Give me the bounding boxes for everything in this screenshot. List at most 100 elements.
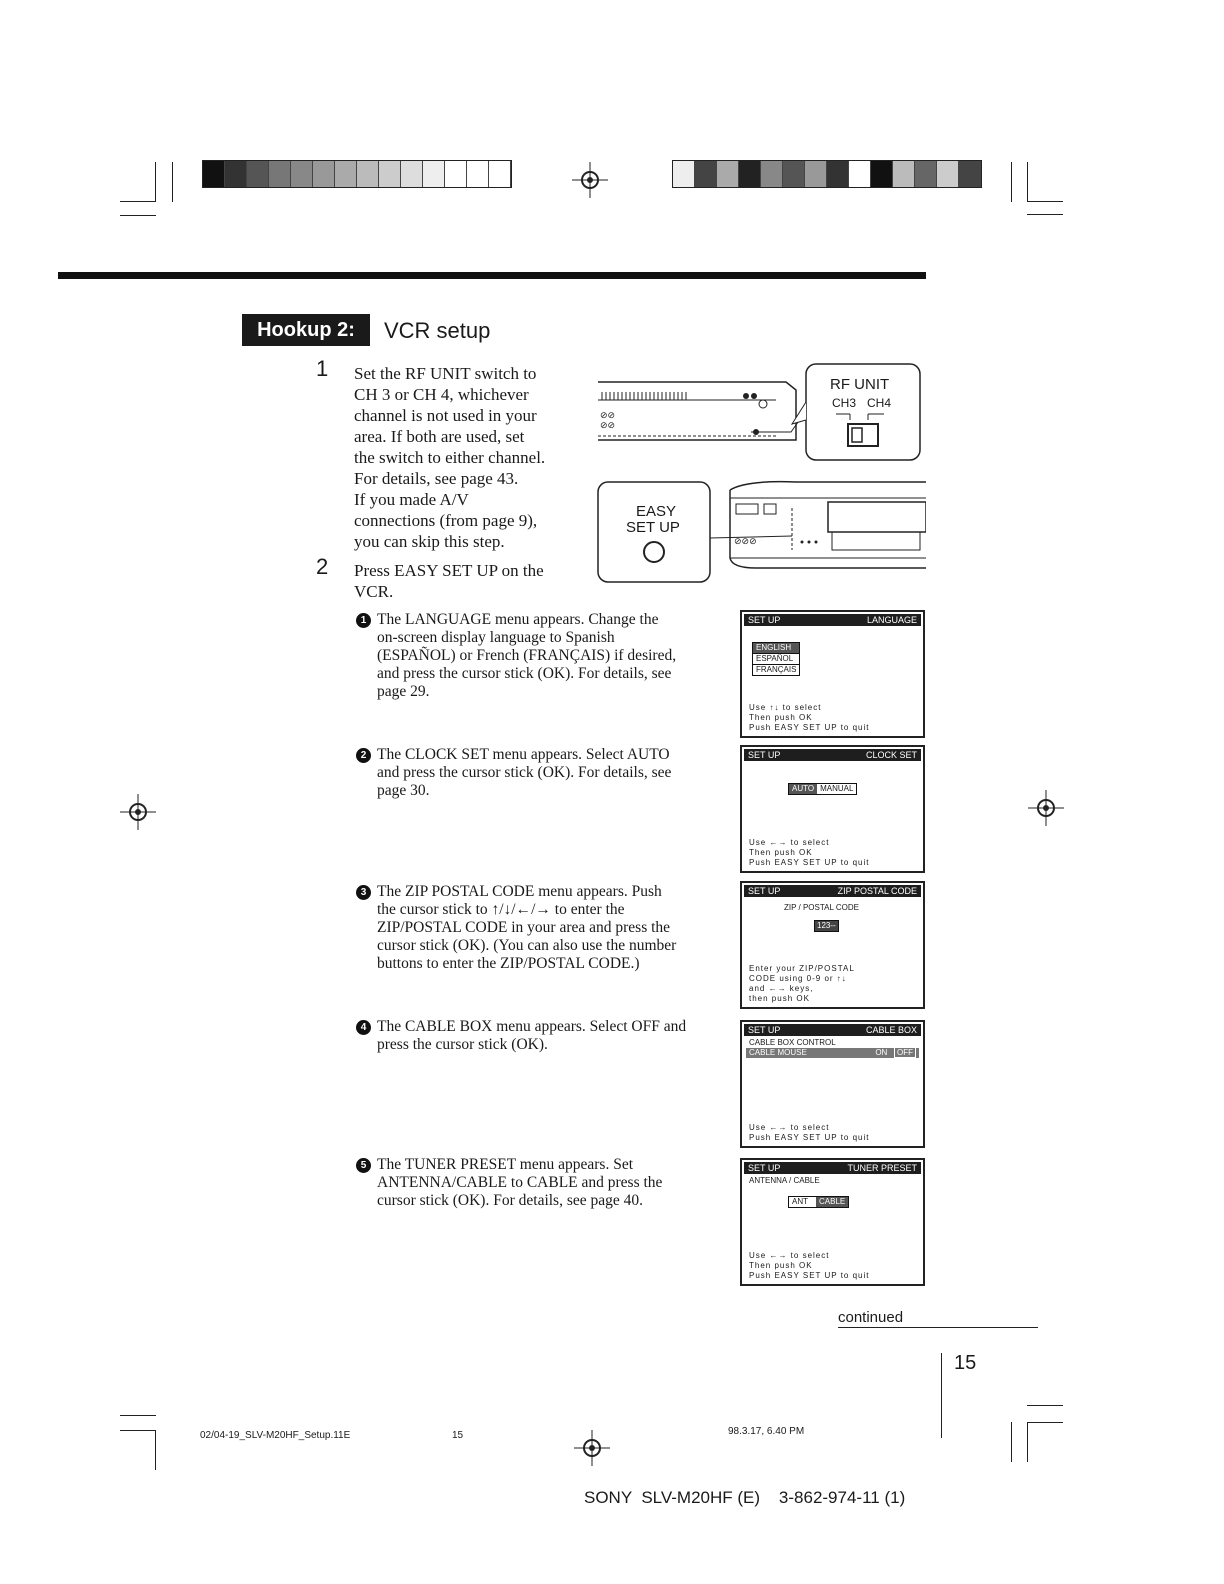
registration-mark-bottom-icon	[574, 1430, 610, 1466]
clock-set-menu-screen: SET UP CLOCK SET AUTO MANUAL Use ←→ to se…	[740, 745, 925, 873]
menu-footer-line: Enter your ZIP/POSTAL	[749, 964, 855, 973]
menu-header-left: SET UP	[748, 1025, 781, 1035]
step-2-text: Press EASY SET UP on the VCR.	[354, 561, 544, 601]
rf-ch3-label: CH3	[832, 396, 857, 410]
menu-footer-line: Then push OK	[749, 713, 813, 722]
cable-box-off: OFF	[894, 1047, 916, 1058]
crop-mark-top-left-2	[172, 162, 173, 202]
menu-option: ENGLISH	[753, 643, 800, 653]
easy-label: EASY	[636, 503, 677, 520]
menu-option: AUTO	[789, 784, 818, 794]
footer-page: 15	[452, 1430, 464, 1441]
svg-text:⊘⊘: ⊘⊘	[600, 411, 615, 421]
vcr-front-icon: ⊘⊘⊘	[597, 480, 926, 583]
menu-option: ANT	[792, 1197, 808, 1206]
step-1-text: Set the RF UNIT switch to CH 3 or CH 4, …	[354, 364, 546, 551]
crop-mark-bottom-right-3	[1027, 1405, 1063, 1406]
header-rule	[58, 272, 926, 279]
continued-label: continued	[838, 1309, 904, 1326]
menu-footer-line: Push EASY SET UP to quit	[749, 858, 870, 867]
menu-footer-line: Push EASY SET UP to quit	[749, 1133, 870, 1142]
antenna-cable-label: ANTENNA / CABLE	[749, 1176, 820, 1185]
step-1-number: 1	[316, 356, 329, 381]
menu-footer-line: CODE using 0-9 or ↑↓	[749, 974, 847, 983]
crop-mark-top-left	[155, 162, 156, 202]
section-tag: Hookup 2:	[242, 314, 370, 346]
bullet-3-icon: 3	[356, 885, 371, 900]
color-bar-right	[672, 160, 982, 188]
crop-mark-top-right-h	[1027, 201, 1063, 202]
menu-footer-line: Use ←→ to select	[749, 1251, 830, 1260]
menu-footer-line: Use ←→ to select	[749, 838, 830, 847]
continued-rule	[838, 1327, 1038, 1328]
crop-mark-bottom-right	[1027, 1422, 1028, 1462]
crop-mark-top-right-2	[1011, 162, 1012, 202]
setup-label: SET UP	[626, 519, 680, 536]
menu-header-left: SET UP	[748, 615, 781, 625]
cable-box-row: CABLE MOUSE	[749, 1048, 807, 1057]
cable-box-on: ON	[875, 1048, 888, 1057]
footer-timestamp: 98.3.17, 6.40 PM	[728, 1426, 805, 1437]
rf-unit-label: RF UNIT	[830, 376, 890, 393]
menu-header-left: SET UP	[748, 1163, 781, 1173]
crop-mark-bottom-left	[155, 1430, 156, 1470]
rf-ch4-label: CH4	[867, 396, 892, 410]
page-title: VCR setup	[384, 318, 491, 343]
tuner-preset-menu-screen: SET UP TUNER PRESET ANTENNA / CABLE ANT C…	[740, 1158, 925, 1286]
bullet-5-icon: 5	[356, 1158, 371, 1173]
crop-mark-top-left-h	[120, 201, 156, 202]
registration-mark-left-icon	[120, 794, 156, 830]
page-number-rule	[941, 1353, 942, 1438]
menu-header-right: CLOCK SET	[865, 750, 917, 760]
menu-header-right: CABLE BOX	[865, 1025, 917, 1035]
cable-box-menu-screen: SET UP CABLE BOX CABLE BOX CONTROL CABLE …	[740, 1020, 925, 1148]
crop-mark-top-right-3	[1027, 214, 1063, 215]
menu-footer-line: Push EASY SET UP to quit	[749, 723, 870, 732]
menu-option: ESPAÑOL	[753, 653, 800, 664]
bullet-1-icon: 1	[356, 613, 371, 628]
zip-value: 123--	[814, 920, 839, 932]
menu-option: CABLE	[816, 1197, 849, 1207]
menu-header-right: ZIP POSTAL CODE	[837, 886, 917, 896]
menu-footer-line: Push EASY SET UP to quit	[749, 1271, 870, 1280]
menu-option: FRANÇAIS	[753, 664, 800, 675]
menu-option: MANUAL	[820, 784, 854, 793]
menu-header-left: SET UP	[748, 750, 781, 760]
cable-box-label: CABLE BOX CONTROL	[749, 1038, 836, 1047]
vcr-front-illustration: ⊘⊘⊘ EASY SET UP	[596, 478, 926, 586]
menu-header-right: TUNER PRESET	[847, 1163, 917, 1173]
zip-label: ZIP / POSTAL CODE	[784, 903, 859, 912]
registration-mark-top-icon	[572, 162, 608, 198]
footer-file-name: 02/04-19_SLV-M20HF_Setup.11E	[200, 1430, 351, 1441]
color-bar-left	[202, 160, 512, 188]
menu-footer-line: Use ←→ to select	[749, 1123, 830, 1132]
registration-mark-right-icon	[1028, 790, 1064, 826]
svg-text:⊘⊘: ⊘⊘	[600, 421, 615, 431]
menu-header-left: SET UP	[748, 886, 781, 896]
menu-footer-line: Use ↑↓ to select	[749, 703, 822, 712]
vcr-rear-icon: ⊘⊘ ⊘⊘	[598, 363, 921, 461]
footer-model: SONY SLV-M20HF (E) 3-862-974-11 (1)	[584, 1488, 906, 1507]
crop-mark-bottom-left-2	[120, 1415, 156, 1416]
bullet-4-icon: 4	[356, 1020, 371, 1035]
menu-footer-line: then push OK	[749, 994, 810, 1003]
svg-text:⊘⊘⊘: ⊘⊘⊘	[734, 537, 757, 547]
menu-footer-line: Then push OK	[749, 848, 813, 857]
crop-mark-top-right	[1027, 162, 1028, 202]
menu-footer-line: and ←→ keys,	[749, 984, 814, 993]
bullet-2-icon: 2	[356, 748, 371, 763]
vcr-rear-illustration: ⊘⊘ ⊘⊘ RF UNIT CH3 CH4	[596, 362, 926, 462]
menu-header-right: LANGUAGE	[866, 615, 917, 625]
crop-mark-bottom-right-2	[1011, 1422, 1012, 1462]
menu-footer-line: Then push OK	[749, 1261, 813, 1270]
step-2-number: 2	[316, 554, 329, 579]
crop-mark-top-left-3	[120, 215, 156, 216]
crop-mark-bottom-right-h	[1027, 1422, 1063, 1423]
crop-mark-bottom-left-h	[120, 1430, 156, 1431]
